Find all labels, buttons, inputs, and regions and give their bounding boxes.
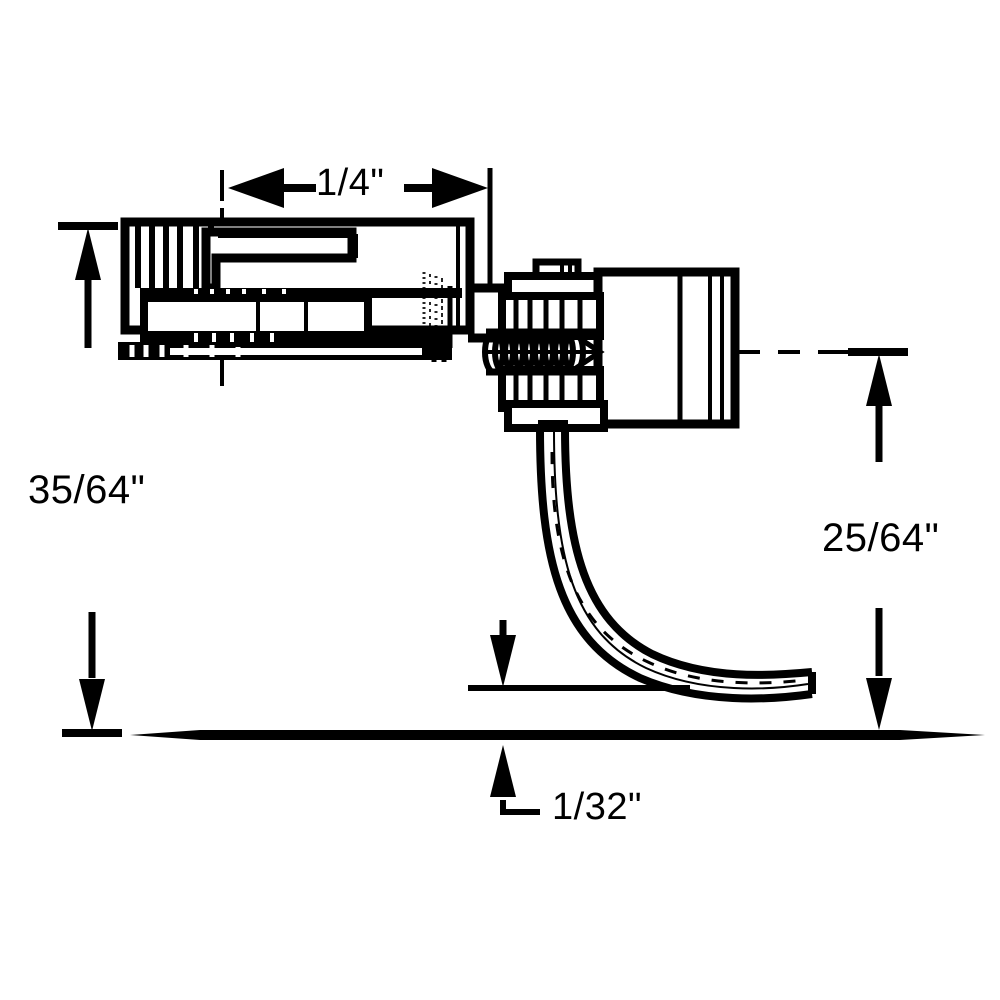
dimension-label-quarter-inch: 1/4" — [316, 162, 385, 204]
rail-top-line — [130, 730, 985, 740]
spring-housing-upper — [498, 292, 604, 340]
spring-tail — [574, 333, 605, 371]
dimension-label-trip-pin-clearance: 1/32" — [552, 786, 642, 828]
dimension-label-centerline-height: 25/64" — [822, 516, 940, 560]
housing-upper-ribs — [513, 300, 583, 332]
trip-pin — [536, 420, 816, 703]
coupler-head — [482, 258, 740, 432]
head-body — [593, 267, 740, 429]
housing-lower-ribs — [513, 374, 583, 404]
dimension-35-64 — [58, 222, 122, 737]
dimension-label-overall-height: 35/64" — [28, 468, 146, 512]
dimension-25-64 — [848, 348, 908, 730]
dimension-quarter-inch — [220, 168, 493, 290]
dimension-1-32 — [468, 620, 690, 815]
coupler-shank — [118, 288, 462, 362]
head-lower-collar — [504, 400, 608, 432]
